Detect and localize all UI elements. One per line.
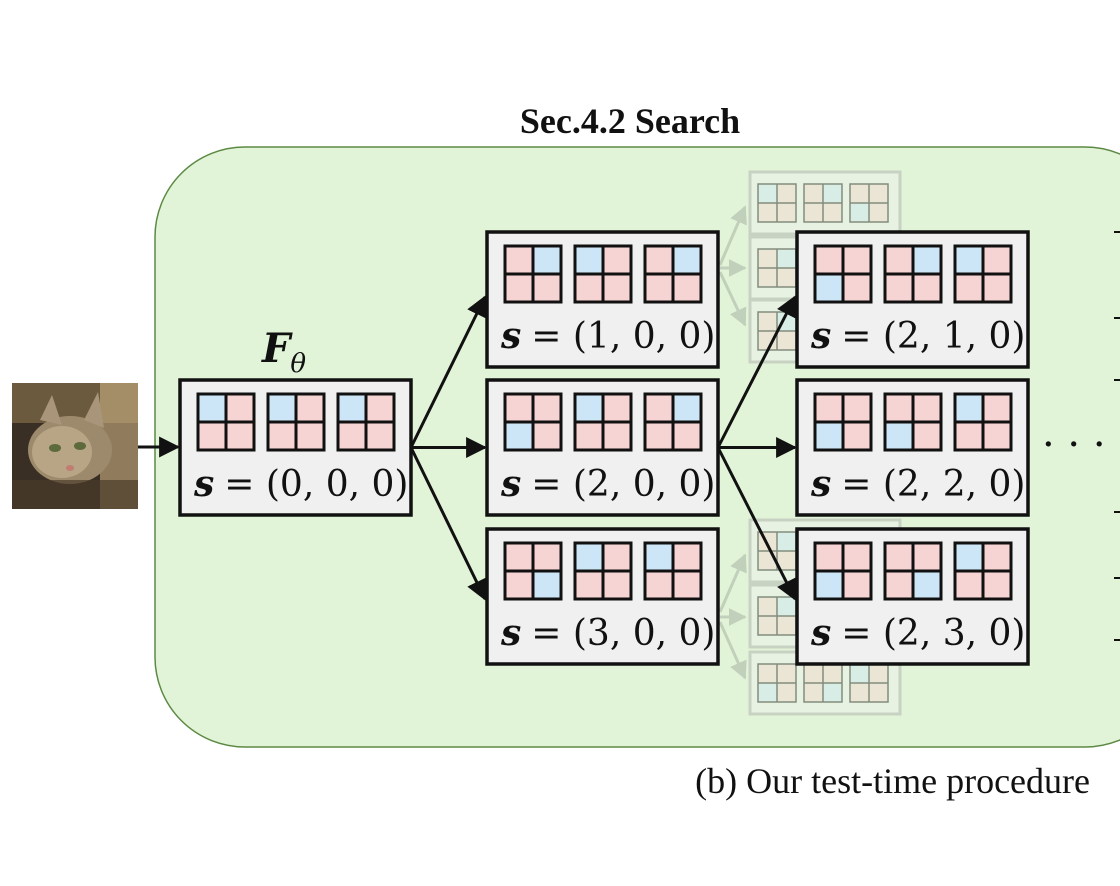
- faded-grid: [803, 663, 843, 703]
- faded-grid: [757, 531, 797, 571]
- state-grid: [953, 392, 1013, 452]
- state-grid: [643, 244, 703, 304]
- state-grid: [883, 244, 943, 304]
- state-grid: [196, 392, 256, 452]
- node-n100: s= (1, 0, 0): [485, 230, 720, 369]
- faded-grid: [849, 663, 889, 703]
- state-grid: [643, 541, 703, 601]
- node-n200: s= (2, 0, 0): [485, 378, 720, 517]
- state-grid: [266, 392, 326, 452]
- state-grid: [813, 541, 873, 601]
- state-grid: [503, 244, 563, 304]
- state-label: s= (2, 0, 0): [500, 463, 715, 505]
- faded-node-box: [748, 170, 902, 236]
- node-n220: s= (2, 2, 0): [795, 378, 1030, 517]
- state-label: s= (2, 1, 0): [810, 315, 1025, 357]
- state-grid: [503, 392, 563, 452]
- node-n210: s= (2, 1, 0): [795, 230, 1030, 369]
- state-grid: [883, 392, 943, 452]
- state-grid: [336, 392, 396, 452]
- state-grid: [953, 244, 1013, 304]
- state-grid: [573, 541, 633, 601]
- faded-arrows: [718, 205, 747, 680]
- ellipsis: · · ·: [1042, 422, 1106, 468]
- faded-node-boxes: [748, 170, 902, 716]
- model-label: Fθ: [261, 325, 306, 379]
- edges: [409, 295, 798, 601]
- edge-n200-n230: [716, 446, 797, 601]
- edge-root-n100: [409, 295, 487, 449]
- state-grid: [643, 392, 703, 452]
- faded-grid: [803, 183, 843, 223]
- figure-caption: (b) Our test-time procedure: [695, 761, 1090, 801]
- faded-grid: [757, 663, 797, 703]
- faded-branches: [718, 170, 902, 716]
- node-n230: s= (2, 3, 0): [795, 527, 1030, 666]
- clipped-column-ticks: [1114, 231, 1120, 641]
- diagram-title: Sec.4.2 Search: [519, 101, 741, 141]
- edge-root-n300: [409, 446, 487, 601]
- state-grid: [573, 392, 633, 452]
- node-root: s= (0, 0, 0): [178, 378, 413, 517]
- faded-grid: [757, 596, 797, 636]
- state-grid: [503, 541, 563, 601]
- faded-grid: [757, 183, 797, 223]
- state-label: s= (3, 0, 0): [500, 612, 715, 654]
- input-image-cat: [12, 383, 138, 509]
- state-grid: [573, 244, 633, 304]
- state-grid: [953, 541, 1013, 601]
- state-grid: [813, 392, 873, 452]
- state-grid: [883, 541, 943, 601]
- state-label: s= (1, 0, 0): [500, 315, 715, 357]
- state-label: s= (0, 0, 0): [193, 463, 408, 505]
- faded-grid: [757, 248, 797, 288]
- nodes: s= (0, 0, 0) s= (1, 0, 0) s= (2, 0, 0) s= (…: [178, 230, 1030, 666]
- state-label: s= (2, 2, 0): [810, 463, 1025, 505]
- state-label: s= (2, 3, 0): [810, 612, 1025, 654]
- edge-n200-n210: [716, 295, 797, 449]
- state-grid: [813, 244, 873, 304]
- faded-grid: [849, 183, 889, 223]
- node-n300: s= (3, 0, 0): [485, 527, 720, 666]
